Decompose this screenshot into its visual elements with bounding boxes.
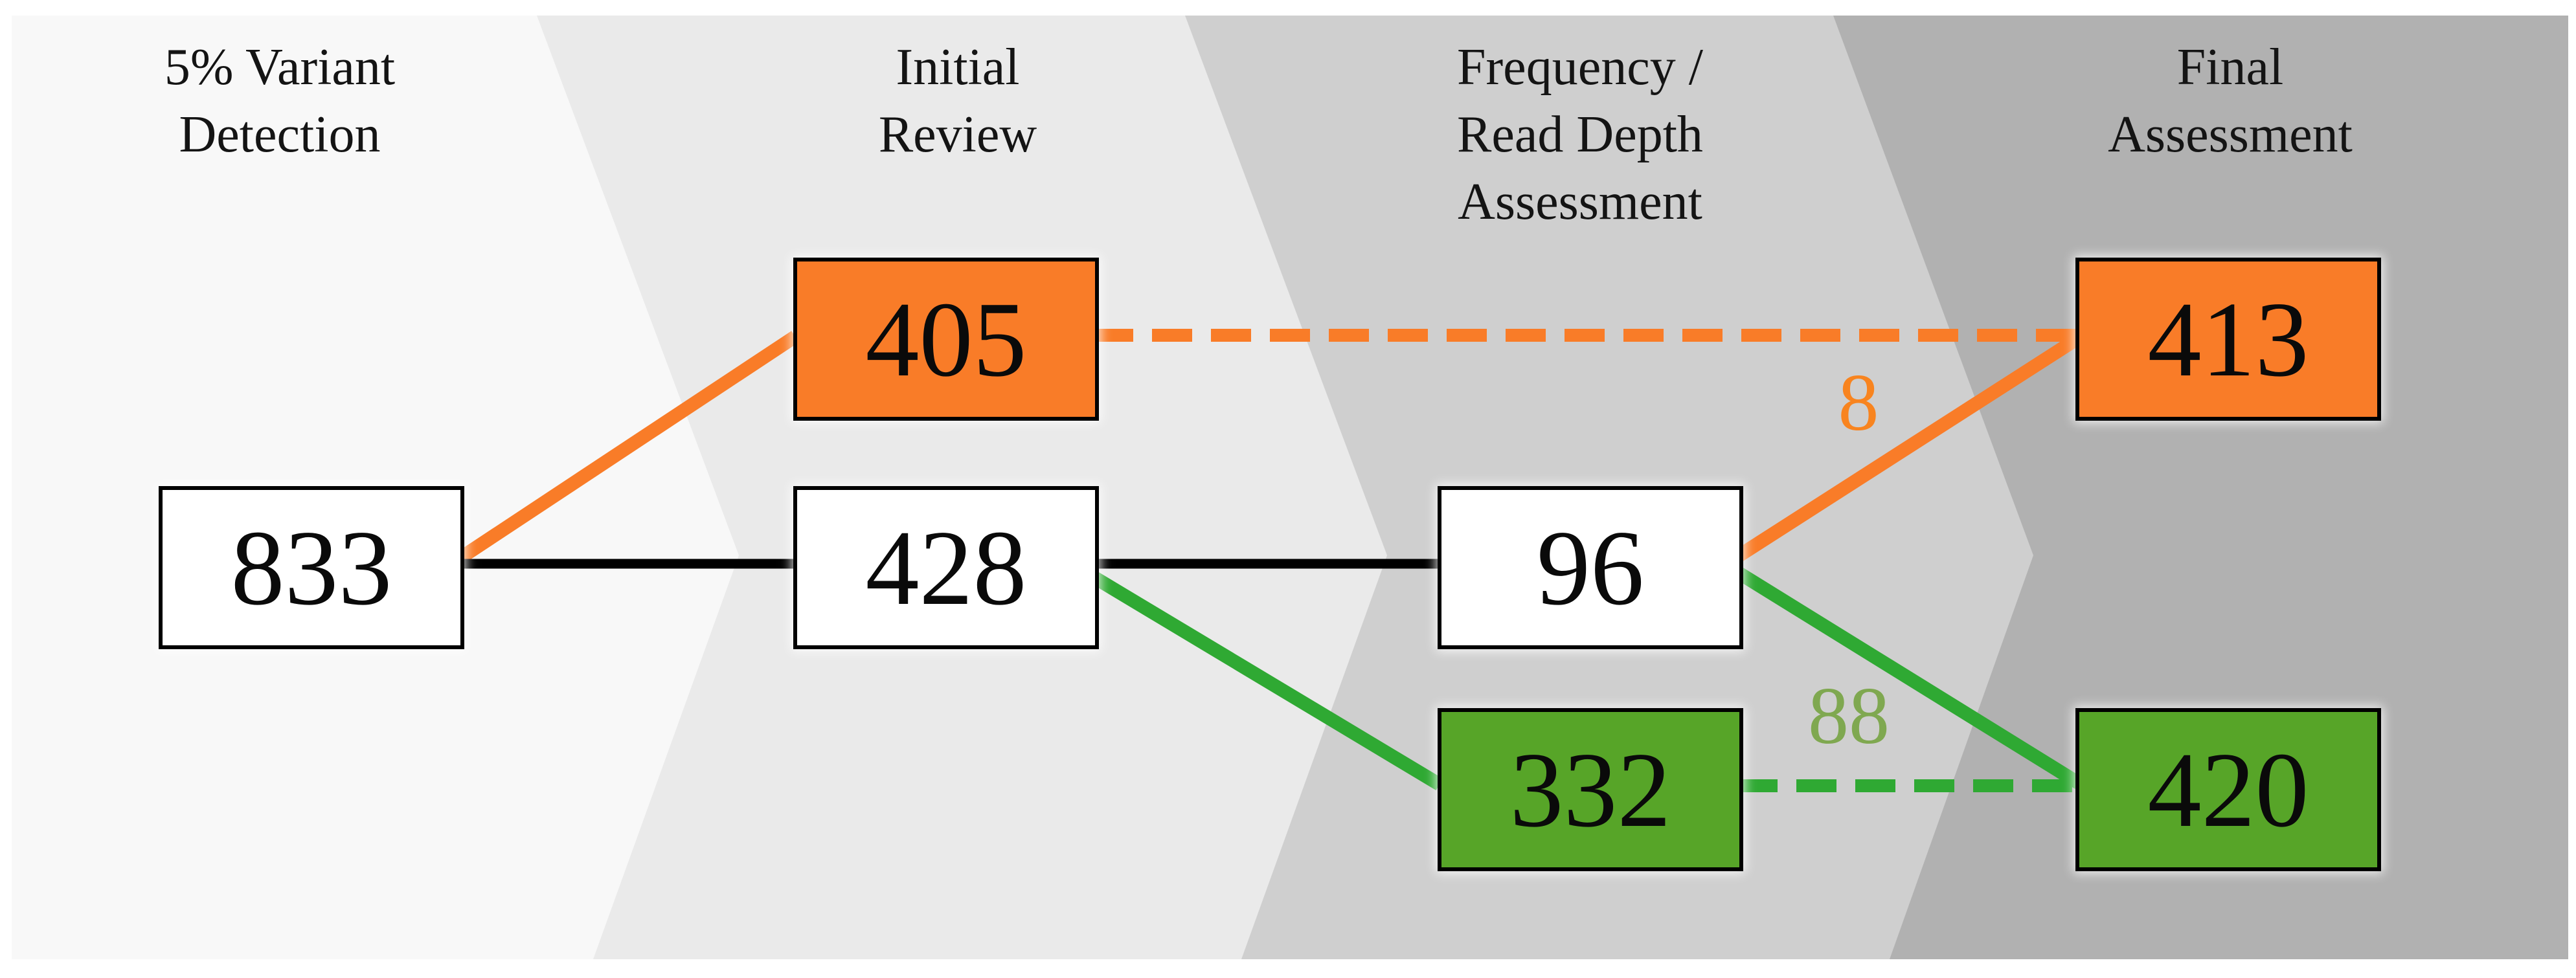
node-value: 413 [2147,279,2309,399]
stage-header-initial-review: Initial Review [634,34,1282,168]
node-value: 332 [1509,729,1671,849]
stage-header-line: Assessment [1458,173,1702,230]
edge-96-to-420 [1732,565,2083,789]
stage-header-final-assessment: Final Assessment [1906,34,2554,168]
stage-header-line: 5% Variant [164,39,396,96]
node-box-428: 428 [793,486,1099,649]
stage-header-variant-detection: 5% Variant Detection [0,34,604,168]
node-value: 96 [1537,507,1644,627]
node-box-96: 96 [1438,486,1743,649]
node-value: 405 [865,279,1027,399]
edge-count-label-8: 8 [1838,358,1879,448]
node-value: 420 [2147,729,2309,849]
node-box-405: 405 [793,258,1099,421]
node-value: 833 [231,507,392,627]
node-box-833: 833 [159,486,464,649]
stage-header-line: Initial [896,39,1020,96]
edge-96-to-413 [1732,332,2083,564]
edge-count-label-88: 88 [1808,671,1890,761]
edge-428-to-332 [1086,568,1443,791]
stage-header-frequency-read-depth: Frequency / Read Depth Assessment [1256,34,1904,236]
node-value: 428 [865,507,1027,627]
stage-header-line: Read Depth [1457,106,1703,163]
stage-header-line: Assessment [2108,106,2353,163]
stage-header-line: Review [878,106,1037,163]
node-box-413: 413 [2075,258,2381,421]
stage-header-line: Final [2176,39,2284,96]
edge-833-to-405 [453,331,799,566]
node-box-332: 332 [1438,708,1743,871]
stage-header-line: Detection [179,106,381,163]
node-box-420: 420 [2075,708,2381,871]
stage-header-line: Frequency / [1457,39,1703,96]
